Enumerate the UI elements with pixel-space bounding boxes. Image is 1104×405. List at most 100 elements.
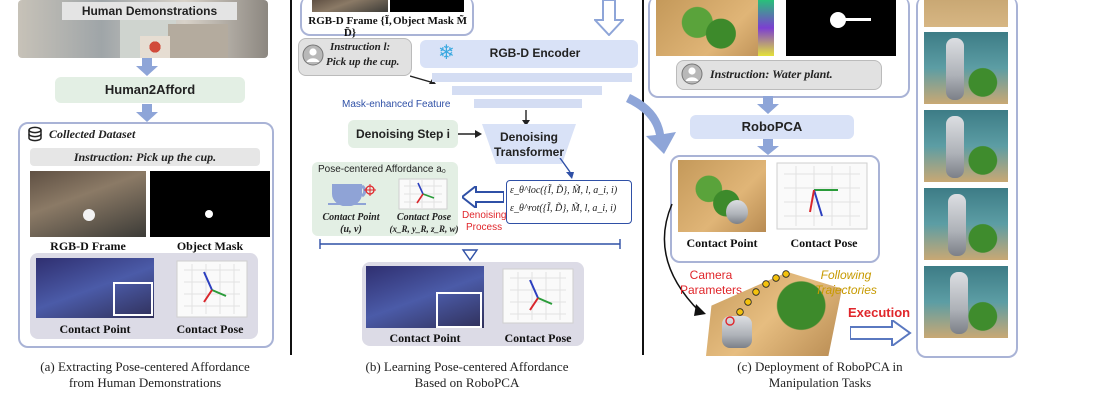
arrow-down-a1 (136, 58, 158, 76)
transformer-line1: Denoising (499, 130, 558, 144)
big-transfer-arrow (626, 94, 676, 154)
caption-b-line2: Based on RoboPCA (414, 375, 520, 390)
epsilon-box (506, 180, 632, 224)
caption-a-line2: from Human Demonstrations (68, 375, 222, 390)
snowflake-icon: ❄ (438, 42, 455, 64)
arrow-down-a2 (136, 104, 158, 122)
bracket-line (319, 239, 621, 262)
database-icon (27, 126, 43, 147)
object-mask-thumb-b (390, 0, 464, 12)
contact-point-highlight-a (113, 282, 153, 316)
contact-pose-label-b: Contact Pose (396, 212, 452, 223)
feature-bar-1 (432, 73, 632, 82)
contact-point-image-a (36, 258, 154, 318)
scene-image-c-edge (758, 0, 774, 56)
denoising-step: Denoising Step i (348, 120, 458, 148)
rgbd-frame-cup (83, 209, 95, 221)
contact-point-label-b: Contact Point (322, 212, 380, 223)
denoising-process-arrow (462, 186, 504, 208)
feature-bar-2 (452, 86, 602, 95)
human2afford-module: Human2Afford (55, 77, 245, 103)
epsilon-rot: ε_θ^rot({Ĩ, D̃}, M̃, l, a_i, i) (510, 203, 617, 214)
rgbd-frame-label: RGB-D Frame (50, 239, 126, 253)
contact-point-image-b (366, 266, 484, 328)
rgbd-frame-label-b: RGB-D Frame {Ĩ, D̃} (308, 15, 392, 39)
arrow-to-transformer (522, 110, 530, 126)
mask-feature-label: Mask-enhanced Feature (342, 99, 451, 110)
rgbd-encoder-label: RGB-D Encoder (489, 46, 581, 60)
execution-frame-1 (924, 0, 1008, 27)
feature-bar-3 (474, 99, 582, 108)
execution-frame-3 (924, 110, 1008, 182)
caption-c-line2: Manipulation Tasks (768, 375, 872, 390)
transformer-to-eps-arrow (559, 158, 574, 179)
dataset-instruction: Instruction: Pick up the cup. (30, 148, 260, 166)
arrow-down-c2 (757, 139, 779, 155)
contact-point-vars-b: (u, v) (340, 224, 362, 235)
human-demo-photo-2 (168, 24, 228, 58)
contact-point-label-c: Contact Point (686, 236, 758, 250)
contact-pose-axes-c (776, 162, 868, 230)
camera-line2: Parameters (679, 283, 743, 297)
user-avatar-icon-c (681, 63, 703, 90)
robot-arm-frame-3 (946, 116, 964, 178)
contact-point-image-c (678, 160, 766, 232)
affordance-title: Pose-centered Affordance a₀ (318, 164, 446, 175)
robot-arm-frame-2 (946, 38, 964, 100)
execution-frame-4 (924, 188, 1008, 260)
result-pose-label: Contact Pose (504, 331, 572, 345)
rgbd-encoder (420, 40, 638, 68)
robot-arm-frame-4 (948, 194, 966, 256)
rgbd-frame-thumb-b (312, 0, 388, 12)
divider-b-c (642, 0, 644, 355)
contact-pose-label-a: Contact Pose (176, 322, 244, 336)
contact-pose-axes-a (176, 260, 248, 318)
contact-pose-label-c: Contact Pose (790, 236, 858, 250)
camera-line1: Camera (689, 268, 733, 282)
camera-parameters-curve (663, 203, 706, 316)
human-demo-photo-3 (140, 36, 170, 58)
crosshair-icon (364, 183, 376, 201)
contact-point-label-a: Contact Point (59, 322, 131, 336)
mask-image-c (786, 0, 896, 56)
process-line2: Process (466, 222, 503, 233)
transformer-line2: Transformer (493, 145, 565, 159)
caption-c-line1: (c) Deployment of RoboPCA in (737, 359, 903, 374)
contact-pose-axes-b (398, 178, 448, 210)
cup-icon (328, 180, 376, 211)
mask-image-c-handle (845, 18, 871, 21)
object-mask-blob (205, 210, 213, 218)
contact-point-highlight-b (436, 292, 482, 328)
robopca-module: RoboPCA (690, 115, 854, 139)
object-mask-label-b: Object Mask M̃ (393, 15, 467, 27)
divider-a-b (290, 0, 292, 355)
execution-label: Execution (848, 305, 911, 320)
execution-frame-2 (924, 32, 1008, 104)
caption-a-line1: (a) Extracting Pose-centered Affordance (40, 359, 250, 374)
result-point-label: Contact Point (389, 331, 461, 345)
arrow-down-b-top (594, 0, 624, 36)
instruction-line2-b: Pick up the cup. (326, 56, 400, 68)
following-line2: Trajectories (815, 283, 877, 297)
execution-gripper (722, 316, 752, 348)
rgbd-frame-image (30, 171, 146, 237)
step-to-transformer-arrow (458, 130, 482, 138)
robot-arm-frame-5 (950, 272, 968, 334)
caption-b-line1: (b) Learning Pose-centered Affordance (365, 359, 569, 374)
dataset-title: Collected Dataset (49, 127, 136, 141)
user-avatar-icon-b (302, 44, 324, 71)
scene-image-c (656, 0, 774, 56)
denoising-transformer-shape (482, 124, 576, 164)
execution-arrow (850, 320, 912, 346)
instruction-line1-b: Instruction l: (330, 41, 391, 53)
gripper-in-scene-c (726, 200, 748, 224)
instruction-c: Instruction: Water plant. (710, 67, 833, 81)
target-marker-icon (724, 314, 736, 332)
trajectory-dots (736, 270, 790, 316)
object-mask-image (150, 171, 270, 237)
contact-pose-vars-b: (x_R, y_R, z_R, w) (389, 224, 459, 234)
mask-image-c-blob (830, 12, 846, 28)
following-line1: Following (820, 268, 872, 282)
instruction-card-c (676, 60, 882, 90)
contact-pose-axes-result (502, 268, 574, 324)
